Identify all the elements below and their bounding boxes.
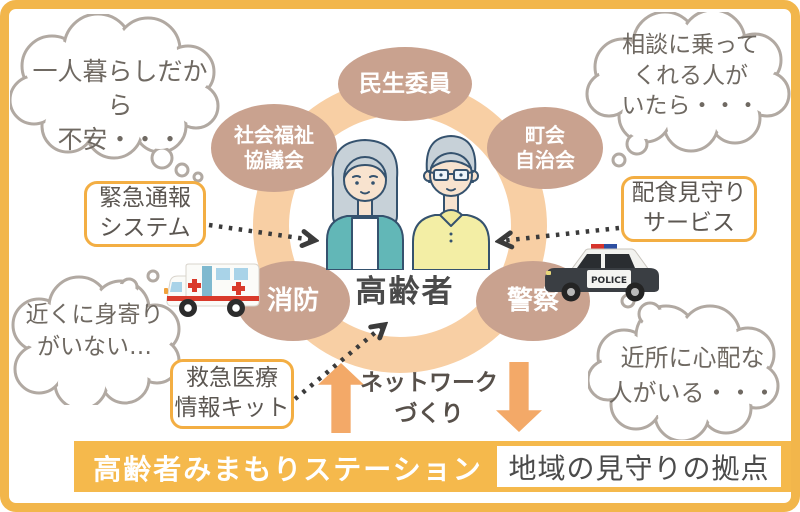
service-line: 情報キット (174, 395, 290, 421)
station-title: 高齢者みまもりステーション (93, 453, 483, 486)
thought-line: 不安・・・ (57, 124, 183, 154)
service-line: システム (99, 215, 191, 241)
member-label: 消防 (266, 285, 319, 316)
member-label-line1: 町会 (525, 123, 565, 147)
police-car-label: POLICE (591, 276, 627, 286)
thought-worried-neighbor-text: 近所に心配な 人がいる・・・ (600, 341, 785, 411)
service-line: 配食見守り (631, 180, 747, 207)
service-line: 救急医療 (186, 365, 278, 392)
service-meal-delivery-watch: 配食見守り サービス (621, 176, 757, 242)
community-base-label: 地域の見守りの拠点 (508, 451, 770, 485)
down-arrow (496, 362, 542, 432)
thought-line: がいない… (37, 334, 152, 361)
police-car-icon: POLICE (545, 244, 659, 302)
member-label-line2: 自治会 (515, 148, 575, 172)
community-base-box: 地域の見守りの拠点 (497, 446, 781, 487)
member-label: 民生委員 (359, 70, 451, 97)
thought-line: いたら・・・ (621, 93, 760, 120)
thought-cloud-worried-neighbor (588, 293, 780, 440)
thought-living-alone-text: 一人暮らしだから 不安・・・ (22, 55, 218, 156)
member-label-line1: 社会福祉 (234, 123, 314, 147)
service-emergency-medical-kit: 救急医療 情報キット (170, 359, 294, 429)
member-welfare-commissioner: 民生委員 (338, 47, 472, 121)
network-building-label: ネットワーク づくり (360, 368, 498, 430)
thought-line: 人がいる・・・ (608, 378, 777, 407)
thought-cloud-no-relatives (11, 269, 181, 405)
thought-cloud-living-alone (10, 14, 220, 183)
member-neighborhood-association: 町会 自治会 (487, 107, 603, 189)
thought-no-relatives-text: 近くに身寄り がいない… (12, 299, 177, 363)
center-label-elderly: 高齢者 (355, 274, 455, 310)
elderly-couple-illustration (326, 135, 490, 270)
thought-cloud-consult (585, 12, 791, 168)
thought-line: 近くに身寄り (25, 302, 164, 328)
network-line: ネットワーク (360, 370, 498, 396)
service-line: 緊急通報 (99, 185, 191, 212)
service-emergency-call-system: 緊急通報 システム (84, 181, 206, 247)
thought-line: 近所に心配な (620, 344, 765, 372)
member-social-welfare-council: 社会福祉 協議会 (211, 104, 337, 192)
ambulance-icon (164, 263, 260, 317)
thought-consult-text: 相談に乗って くれる人が いたら・・・ (598, 30, 783, 122)
service-line: サービス (643, 210, 735, 236)
thought-line: くれる人が (633, 62, 748, 89)
thought-line: 一人暮らしだから (32, 57, 208, 120)
thought-line: 相談に乗って (622, 32, 759, 58)
network-line: づくり (394, 401, 464, 428)
up-arrow (318, 363, 364, 433)
member-label-line2: 協議会 (244, 148, 304, 172)
